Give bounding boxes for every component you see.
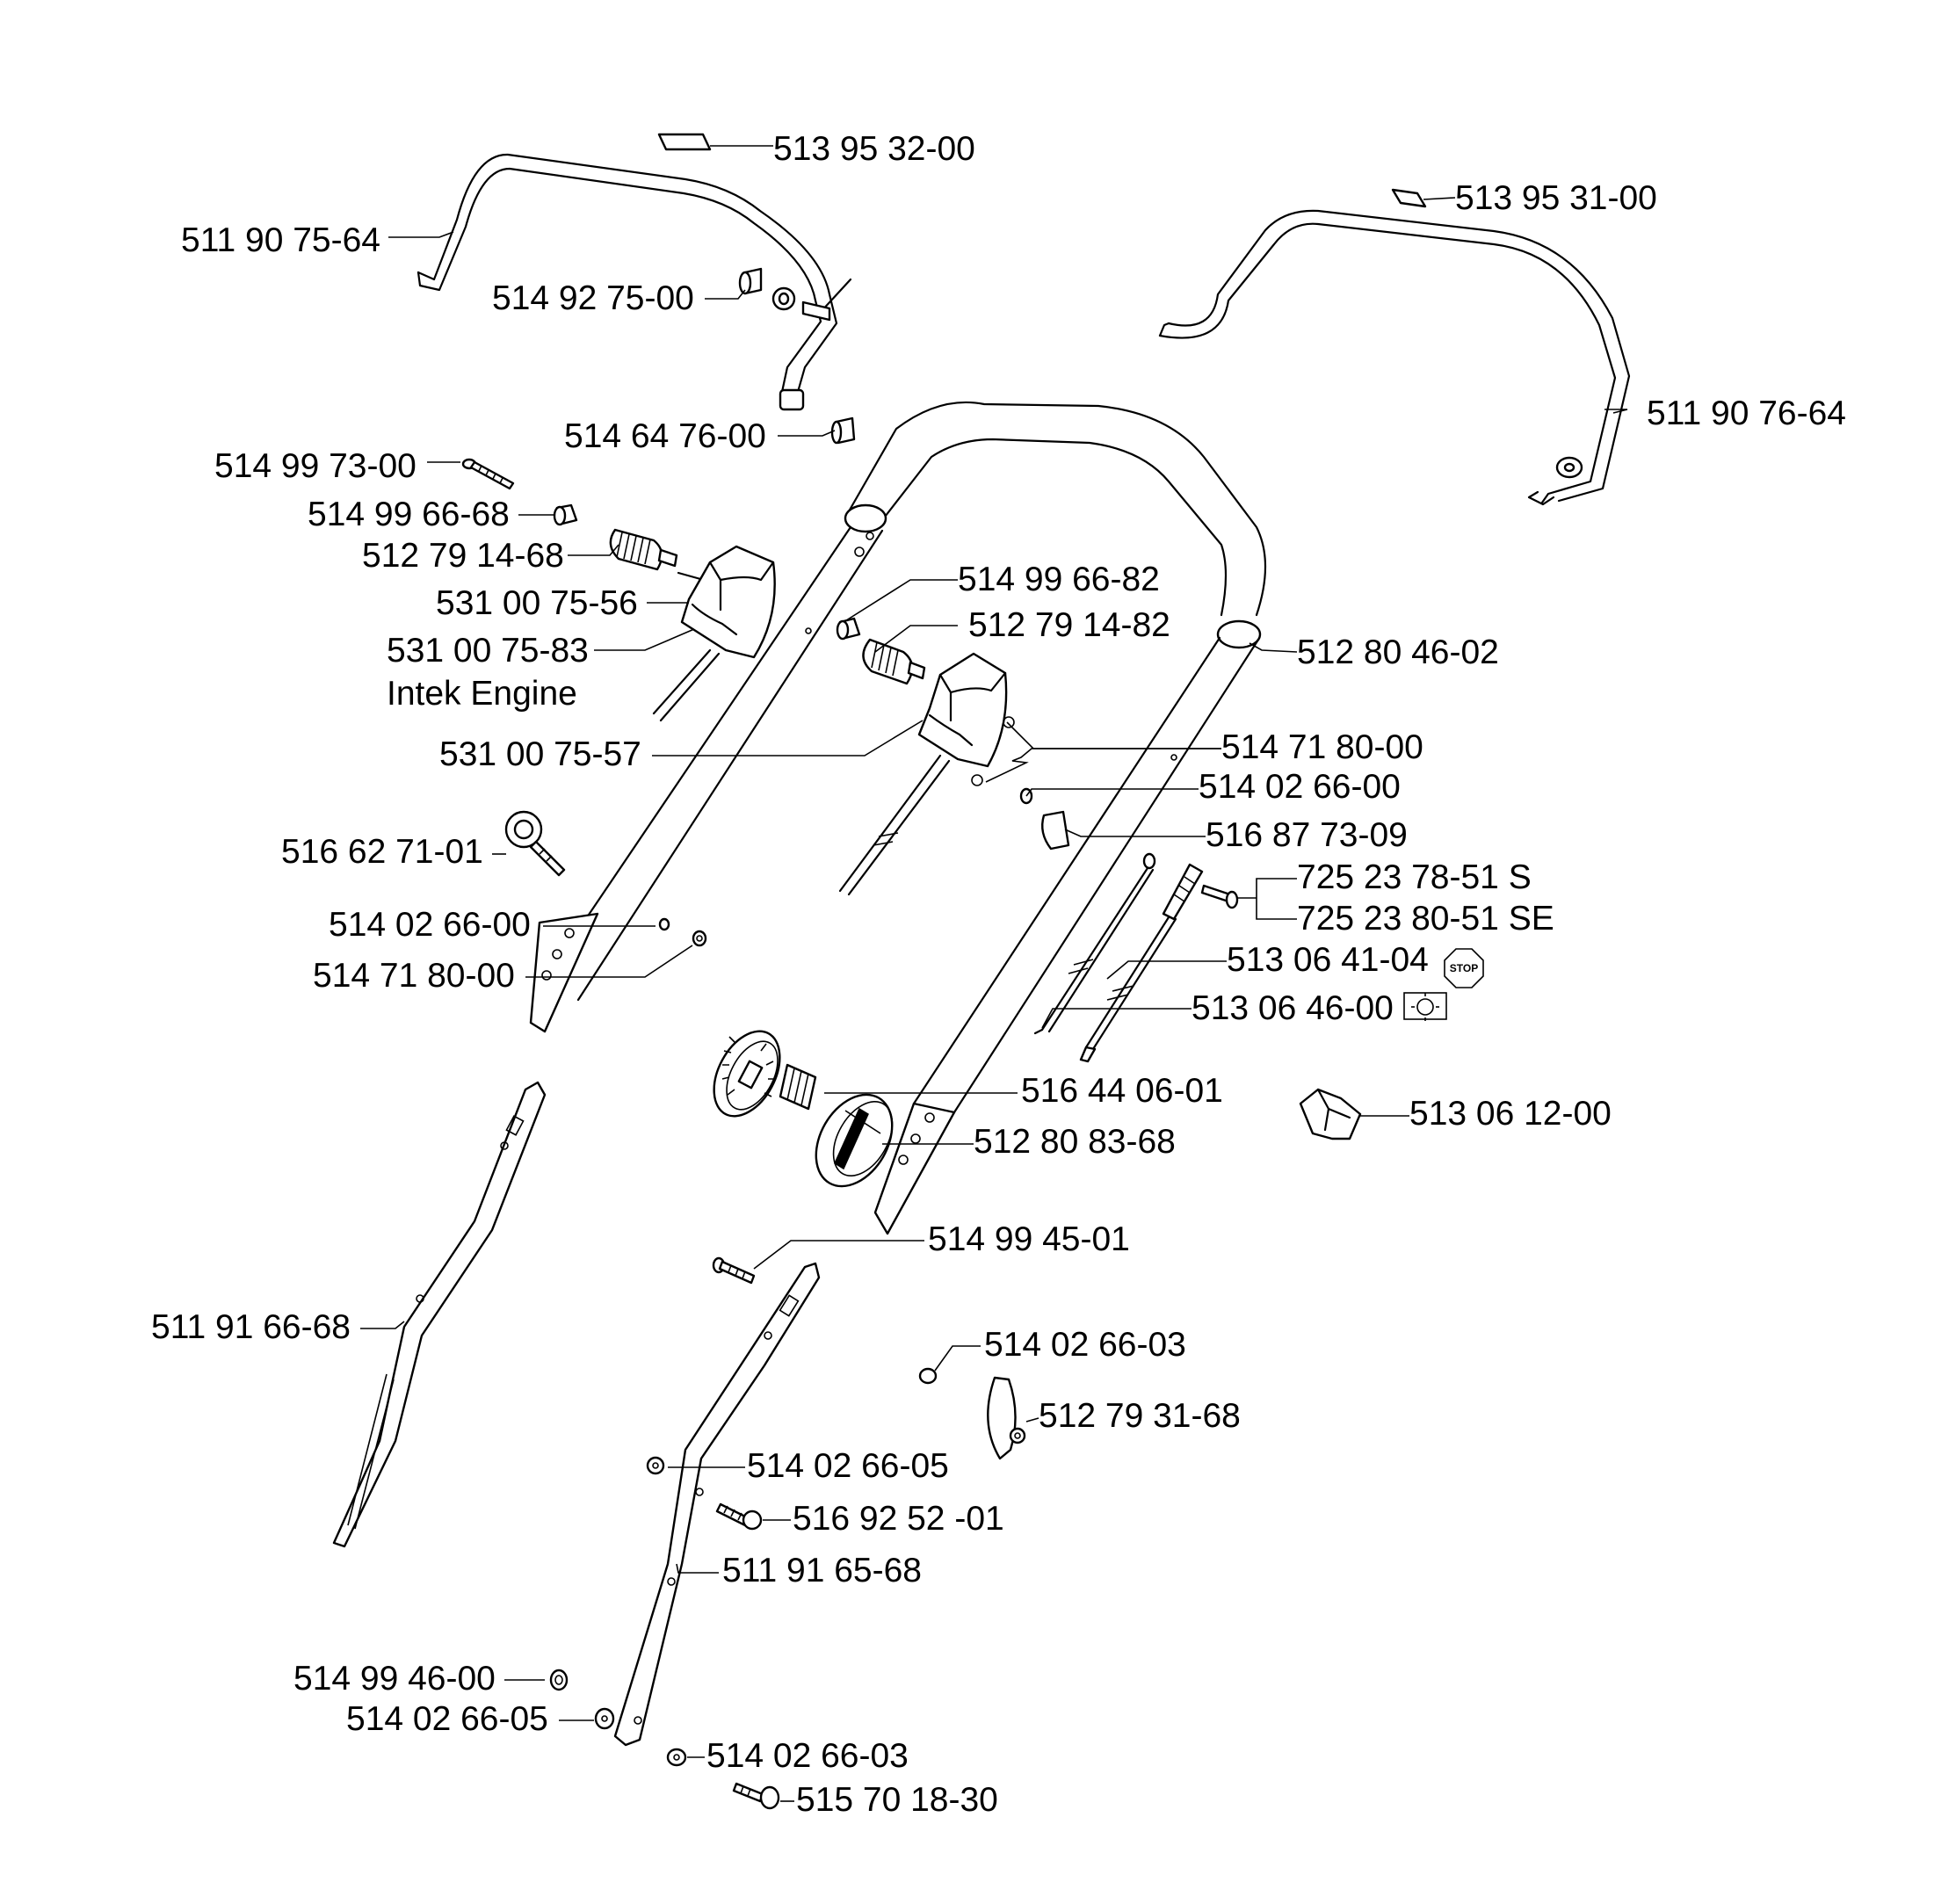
cam-512-79-31-68: [987, 1376, 1026, 1460]
part-label: 513 95 31-00: [1455, 179, 1657, 217]
part-label: 512 80 46-02: [1297, 633, 1499, 671]
part-label: 512 80 83-68: [974, 1123, 1176, 1161]
cable-513-06-41-04: [1033, 852, 1156, 1035]
part-label: 514 02 66-00: [1199, 768, 1401, 806]
part-label: 513 06 41-04: [1227, 941, 1429, 979]
decal-513-95-32-00: [657, 133, 712, 151]
knob-514-99-66-68: [553, 503, 578, 526]
part-label: 514 71 80-00: [1221, 728, 1423, 766]
part-label: 515 70 18-30: [796, 1781, 998, 1819]
part-label: 514 99 66-68: [308, 496, 510, 533]
part-labels: 513 95 32-00 513 95 31-00 511 90 75-64 5…: [151, 130, 1846, 1819]
lower-handle-511-91-66-68: [332, 1081, 547, 1548]
part-label: 512 79 14-68: [362, 537, 564, 575]
bushing-514-92-75-00: [738, 267, 831, 322]
engine-run-icon: [1403, 992, 1447, 1021]
cable-513-06-46-00: [1079, 863, 1204, 1063]
part-label: 512 79 31-68: [1039, 1397, 1241, 1435]
clip-513-06-12-00: [1299, 1088, 1362, 1140]
washer-514-02-66-00-left: [658, 917, 670, 931]
part-label: 531 00 75-56: [436, 584, 638, 622]
part-label: 511 91 66-68: [151, 1308, 351, 1346]
part-label: 512 79 14-82: [968, 606, 1170, 644]
cap-514-64-76-00: [830, 416, 856, 445]
part-label: 514 99 46-00: [293, 1660, 496, 1698]
leader-lines: [360, 145, 1628, 1802]
part-label: 511 91 65-68: [722, 1552, 922, 1589]
part-label: 516 87 73-09: [1206, 816, 1408, 854]
part-label: 516 62 71-01: [281, 833, 483, 871]
part-label: 514 02 66-03: [706, 1737, 909, 1775]
part-label: 514 02 66-05: [346, 1700, 548, 1738]
spring-516-44-06-01: [779, 1063, 817, 1111]
part-label: 516 44 06-01: [1021, 1072, 1223, 1110]
knob-514-99-66-82: [836, 617, 861, 641]
part-label: 531 00 75-83: [387, 632, 589, 670]
eye-bolt-516-62-71-01: [504, 810, 566, 877]
part-label: 514 99 66-82: [958, 561, 1160, 598]
lower-handle-511-91-65-68: [613, 1262, 821, 1747]
knob-512-80-83-68: [815, 1093, 894, 1188]
nut-514-99-46-00: [549, 1669, 569, 1691]
part-label: 514 92 75-00: [492, 279, 694, 317]
clip-516-87-73-09: [1041, 810, 1070, 851]
part-label: 531 00 75-57: [439, 735, 641, 773]
upper-handle-512-80-46-02: [529, 401, 1267, 1235]
part-label: 511 90 76-64: [1647, 395, 1846, 432]
stop-symbol-text: STOP: [1450, 962, 1478, 974]
stop-octagon-icon: STOP: [1444, 948, 1484, 988]
washer-514-02-66-03-lower: [666, 1748, 687, 1767]
spring-512-79-14-68: [609, 528, 678, 571]
throttle-control-531-00-75-56: [652, 545, 776, 722]
bail-bar-511-90-76-64: [1158, 209, 1631, 506]
decal-513-95-31-00: [1391, 188, 1427, 208]
part-label: 514 99 73-00: [214, 447, 416, 485]
part-label: 514 64 76-00: [564, 417, 766, 455]
bolt-516-92-52-01: [715, 1502, 763, 1531]
part-label: 514 02 66-00: [329, 906, 531, 944]
ratchet-516-44-06-01: [713, 1030, 781, 1118]
part-label: 516 92 52 -01: [793, 1500, 1004, 1538]
washer-514-02-66-03-upper: [918, 1367, 938, 1385]
spring-512-79-14-82: [862, 638, 926, 685]
part-label: 514 99 45-01: [928, 1220, 1130, 1258]
screw-514-99-45-01: [712, 1256, 756, 1285]
part-label: 514 02 66-05: [747, 1447, 949, 1485]
part-label: 725 23 80-51 SE: [1297, 900, 1554, 938]
nut-514-71-80-00-left: [692, 930, 707, 947]
washer-514-02-66-05-upper: [646, 1456, 665, 1475]
part-label: 511 90 75-64: [181, 221, 380, 259]
part-label: 514 71 80-00: [313, 957, 515, 995]
part-label: 513 06 12-00: [1409, 1095, 1612, 1133]
part-label: 514 02 66-03: [984, 1326, 1186, 1364]
part-label: 725 23 78-51 S: [1297, 858, 1532, 896]
bolt-725-23-78-51: [1200, 884, 1239, 909]
part-label: 513 95 32-00: [773, 130, 975, 168]
screw-514-99-73-00: [461, 458, 515, 490]
part-label: 513 06 46-00: [1192, 989, 1394, 1027]
washer-514-02-66-05-lower: [594, 1707, 615, 1730]
throttle-control-531-00-75-57: [838, 652, 1015, 896]
bolt-515-70-18-30: [732, 1782, 780, 1810]
part-label: Intek Engine: [387, 675, 577, 713]
